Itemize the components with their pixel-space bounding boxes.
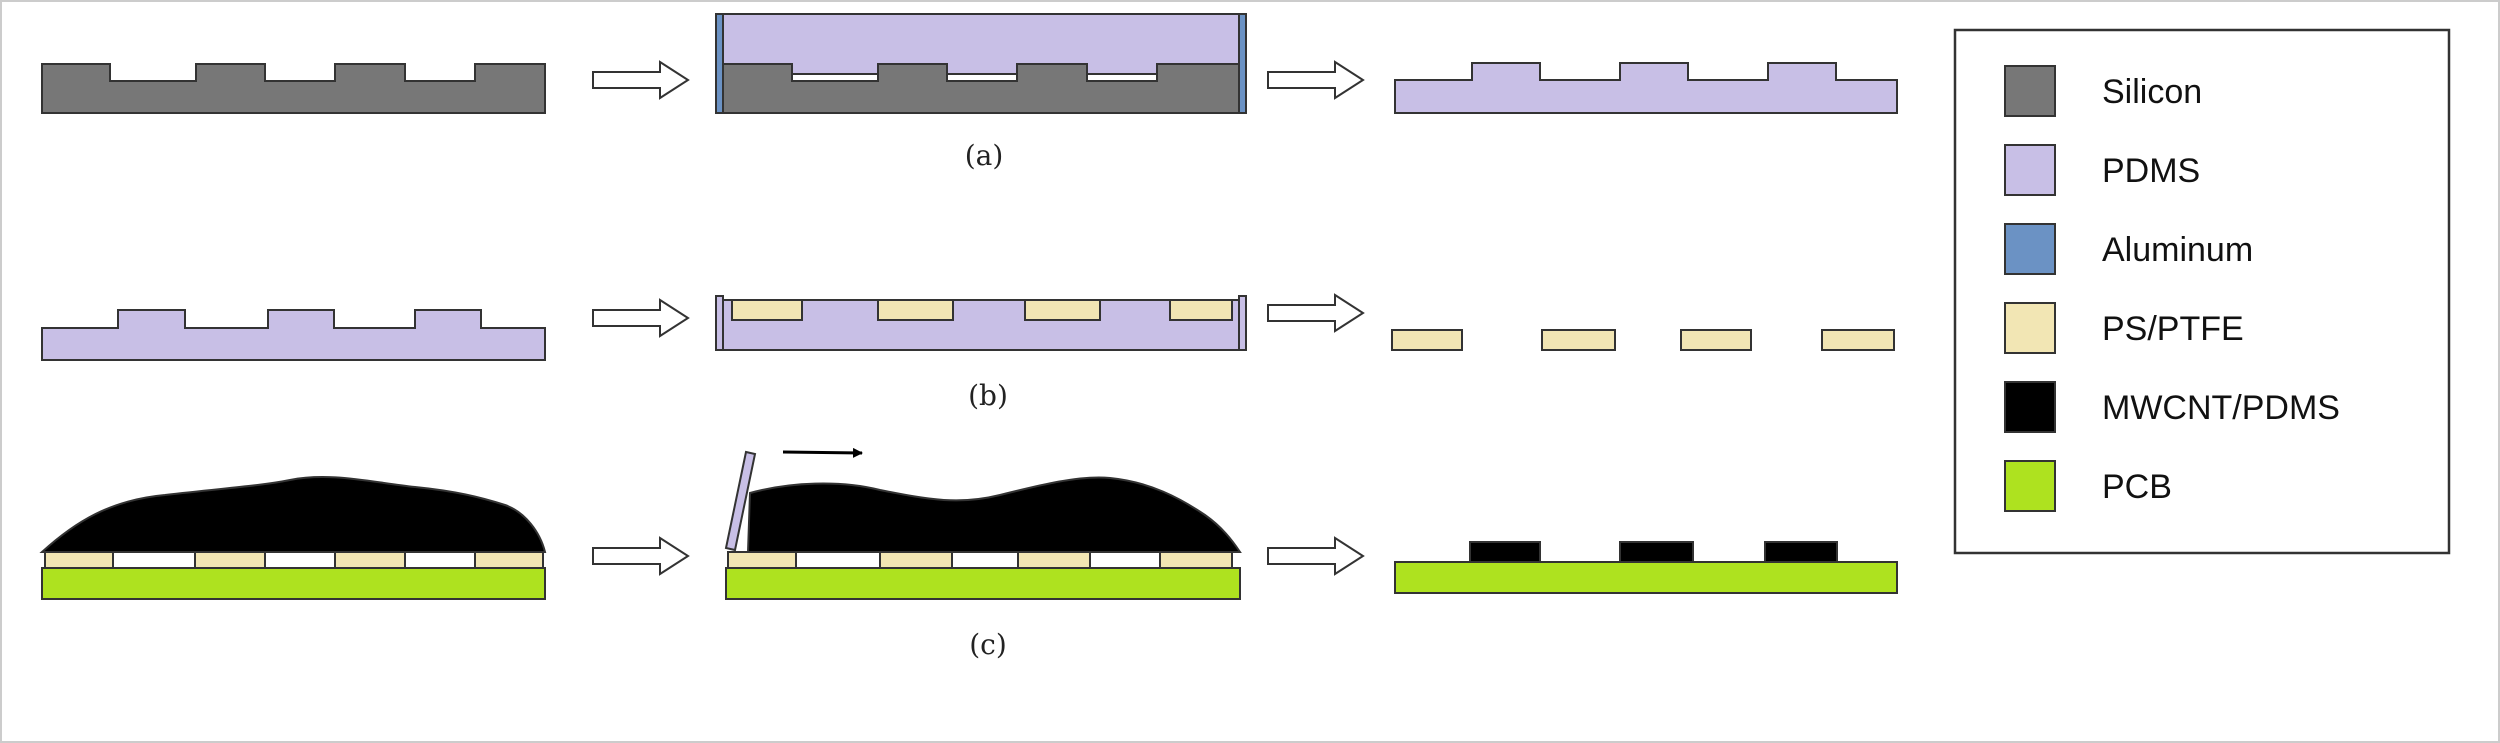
ps-ptfe-strip (727, 551, 797, 569)
pcb-substrate (725, 567, 1241, 600)
legend-item-mwcnt-pdms: MWCNT/PDMS (2004, 381, 2340, 433)
mwcnt-pdms-blob (39, 476, 547, 553)
pdms-cast-assembly (715, 13, 1247, 114)
legend-swatch (2004, 302, 2056, 354)
pdms-cast-layer (721, 13, 1241, 75)
ps-ptfe-strip (1017, 551, 1091, 569)
aluminum-frame-left (715, 13, 724, 114)
process-arrow-a2-icon (1267, 60, 1365, 100)
legend-swatch (2004, 223, 2056, 275)
ps-ptfe-strip (1391, 329, 1463, 351)
process-arrow-c2-icon (1267, 536, 1365, 576)
ps-ptfe-strip (879, 551, 953, 569)
legend-item-aluminum: Aluminum (2004, 223, 2253, 275)
ps-ptfe-strip (731, 299, 803, 321)
process-arrow-b1-icon (592, 298, 690, 338)
ps-ptfe-strip (194, 551, 266, 569)
mwcnt-pdms-electrode (1469, 541, 1541, 563)
mwcnt-pdms-electrode (1764, 541, 1838, 563)
legend-swatch (2004, 144, 2056, 196)
process-arrow-c1-icon (592, 536, 690, 576)
caption-c: (c) (969, 628, 1007, 661)
legend-label: PDMS (2102, 152, 2200, 190)
process-arrow-a1-icon (592, 60, 690, 100)
legend-label: Aluminum (2102, 231, 2253, 269)
ps-ptfe-strip (44, 551, 114, 569)
pcb-substrate (1394, 561, 1898, 594)
pdms-side-wall-left (715, 295, 724, 351)
ps-ptfe-strip (1169, 299, 1233, 321)
ps-ptfe-strip (877, 299, 954, 321)
legend-item-pcb: PCB (2004, 460, 2172, 512)
silicon-mold (41, 63, 546, 114)
ps-ptfe-strip (334, 551, 406, 569)
pcb-substrate (41, 567, 546, 600)
caption-b: (b) (968, 379, 1008, 412)
legend-label: MWCNT/PDMS (2102, 389, 2340, 427)
ps-ptfe-strip (1159, 551, 1233, 569)
pdms-side-wall-right (1238, 295, 1247, 351)
legend-swatch (2004, 65, 2056, 117)
ps-ptfe-strip (1024, 299, 1101, 321)
mwcnt-pdms-electrode (1619, 541, 1694, 563)
mwcnt-pdms-blob (746, 476, 1242, 553)
ps-ptfe-strip (1821, 329, 1895, 351)
legend-label: PCB (2102, 468, 2172, 506)
legend-label: Silicon (2102, 73, 2202, 111)
legend-swatch (2004, 460, 2056, 512)
caption-a: (a) (965, 139, 1004, 172)
ps-ptfe-strip (474, 551, 544, 569)
legend-swatch (2004, 381, 2056, 433)
row-b: (b) (41, 293, 1895, 412)
row-c: (c) (39, 447, 1898, 661)
pdms-mold (1394, 62, 1898, 114)
aluminum-frame-right (1238, 13, 1247, 114)
legend-item-silicon: Silicon (2004, 65, 2202, 117)
process-arrow-b2-icon (1267, 293, 1365, 333)
legend-label: PS/PTFE (2102, 310, 2244, 348)
row-a: (a) (41, 13, 1898, 172)
pdms-mold (41, 309, 546, 361)
scraper-blade (724, 450, 757, 552)
ps-ptfe-strip (1541, 329, 1616, 351)
legend-item-pdms: PDMS (2004, 144, 2200, 196)
legend-item-ps-ptfe: PS/PTFE (2004, 302, 2244, 354)
ps-ptfe-fill-assembly (715, 295, 1247, 351)
scrape-direction-arrow-icon (782, 447, 863, 458)
ps-ptfe-strip (1680, 329, 1752, 351)
